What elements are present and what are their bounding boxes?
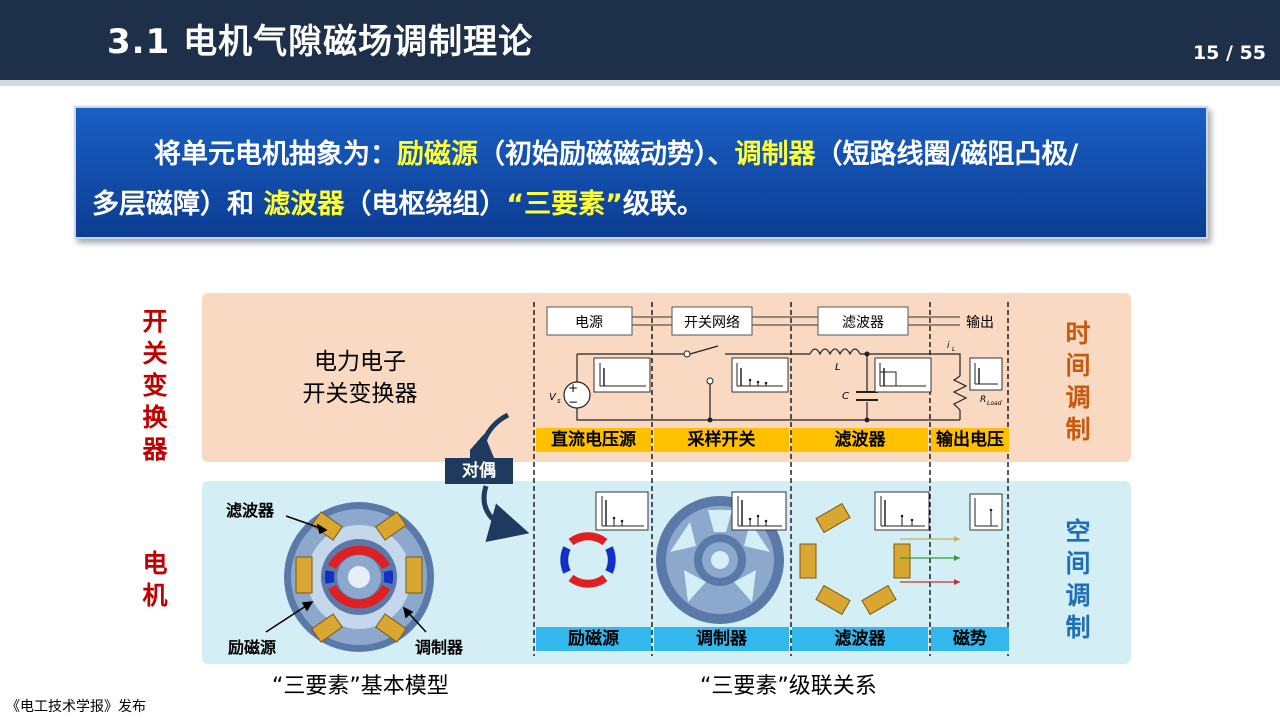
stage-label-output-voltage: 输出电压	[931, 428, 1009, 452]
svg-text:电源: 电源	[575, 315, 603, 331]
coil-icon	[295, 556, 313, 594]
vs-sub: s	[557, 397, 561, 405]
spectrum-plot-filter-space	[874, 491, 930, 531]
motor-cross-section	[284, 502, 434, 652]
output-label: 输出	[966, 315, 994, 331]
stage-label-filter-space: 滤波器	[792, 627, 928, 651]
char: 机	[142, 581, 168, 610]
spectrum-plot-excitation	[595, 491, 649, 531]
svg-text:滤波器: 滤波器	[842, 315, 884, 331]
highlight-excitation: 励磁源	[397, 139, 478, 170]
svg-text:开关网络: 开关网络	[684, 315, 740, 331]
space-modulation-label: 空 间 调 制	[1063, 516, 1093, 644]
coil-icon	[311, 613, 343, 643]
char: 空	[1065, 517, 1091, 546]
motor-label-excitation: 励磁源	[228, 638, 277, 657]
spectrum-plot-switch	[731, 357, 789, 393]
time-modulation-label: 时 间 调 制	[1063, 318, 1093, 446]
caption-cascade-relation: “三要素”级联关系	[700, 674, 877, 699]
char: 时	[1065, 319, 1091, 348]
char: 换	[142, 403, 168, 432]
char: 制	[1065, 613, 1091, 642]
duality-badge: 对偶	[445, 458, 513, 484]
down-arrow	[481, 485, 530, 543]
coil-icon	[893, 543, 911, 579]
motor-label: 电 机	[140, 548, 170, 612]
space-modulation-graphics	[560, 491, 1003, 624]
converter-name-line: 开关变换器	[302, 381, 418, 407]
char: 间	[1065, 549, 1091, 578]
stage-label-modulator: 调制器	[654, 627, 789, 651]
caption-basic-model: “三要素”基本模型	[272, 674, 449, 699]
coil-icon	[799, 543, 817, 579]
char: 电	[142, 549, 168, 578]
inductor-label: L	[835, 362, 841, 373]
char: 变	[142, 371, 168, 400]
current-label: i	[947, 341, 950, 351]
slide-title: 3.1 电机气隙磁场调制理论	[107, 22, 534, 62]
stage-label-dc-source: 直流电压源	[536, 428, 651, 452]
flux-arrows	[900, 536, 960, 585]
coil-icon	[405, 556, 423, 594]
excitation-ring	[560, 532, 616, 588]
banner-text: （初始励磁磁动势）、	[478, 139, 735, 170]
capacitor-label: C	[842, 391, 849, 402]
coil-icon	[375, 511, 407, 541]
converter-circuit: 电源 开关网络 滤波器 输出 + − V s L C i L R Load	[546, 306, 1003, 423]
char: 器	[142, 435, 168, 464]
banner-line-1: 将单元电机抽象为：励磁源（初始励磁磁动势）、调制器（短路线圈/磁阻凸极/	[154, 132, 1078, 171]
motor-label-modulator: 调制器	[415, 638, 464, 657]
header-bar: 3.1 电机气隙磁场调制理论 15 / 55	[0, 0, 1280, 80]
up-arrow	[470, 412, 510, 476]
char: 调	[1065, 383, 1091, 412]
motor-label-filter: 滤波器	[226, 501, 275, 520]
spectrum-plot-filter	[874, 357, 932, 393]
spectrum-plot-source	[593, 357, 651, 393]
block-switch-network: 开关网络	[671, 306, 753, 336]
load-sub: Load	[987, 400, 1002, 407]
page-number: 15 / 55	[1192, 42, 1266, 64]
coil-icon	[861, 584, 897, 616]
load-label: R	[980, 395, 986, 405]
banner-text: （电枢绕组）	[344, 189, 507, 220]
source-footer: 《电工技术学报》发布	[6, 699, 146, 715]
char: 开	[142, 307, 168, 336]
banner-line-2: 多层磁障）和 滤波器（电枢绕组）“三要素”级联。	[92, 182, 704, 221]
char: 制	[1065, 415, 1091, 444]
converter-name-line: 电力电子	[314, 349, 406, 375]
filter-coils	[799, 502, 911, 616]
vs-label: V	[549, 392, 557, 403]
svg-text:−: −	[568, 395, 578, 409]
highlight-modulator: 调制器	[734, 139, 816, 170]
banner-text: 将单元电机抽象为：	[154, 139, 397, 170]
stage-label-mmf: 磁势	[931, 627, 1009, 651]
stage-label-filter: 滤波器	[792, 428, 928, 452]
char: 间	[1065, 351, 1091, 380]
banner-text: 级联。	[622, 189, 704, 220]
banner-text: 多层磁障）和	[92, 189, 264, 220]
svg-text:+: +	[568, 381, 578, 395]
spectrum-plot-output	[969, 357, 1003, 391]
block-filter: 滤波器	[817, 306, 909, 336]
block-power: 电源	[546, 306, 633, 336]
highlight-filter: 滤波器	[263, 189, 345, 220]
spectrum-plot-mmf	[969, 493, 1003, 531]
char: 调	[1065, 581, 1091, 610]
stage-label-sampling-switch: 采样开关	[654, 428, 789, 452]
converter-name: 电力电子 开关变换器	[280, 346, 440, 410]
coil-icon	[375, 613, 407, 643]
char: 关	[142, 339, 168, 368]
highlight-three-elements: “三要素”	[506, 189, 623, 220]
switch-converter-label: 开 关 变 换 器	[140, 306, 170, 466]
coil-icon	[815, 584, 851, 616]
voltage-source-icon	[563, 381, 591, 409]
summary-banner: 将单元电机抽象为：励磁源（初始励磁磁动势）、调制器（短路线圈/磁阻凸极/ 多层磁…	[74, 106, 1208, 239]
banner-text: （短路线圈/磁阻凸极/	[815, 139, 1079, 170]
coil-icon	[815, 502, 851, 534]
current-sub: L	[952, 346, 955, 353]
stage-label-excitation: 励磁源	[536, 627, 651, 651]
spectrum-plot-modulator	[731, 491, 787, 531]
header-divider	[0, 80, 1280, 86]
motor-label-arrows	[265, 515, 427, 633]
